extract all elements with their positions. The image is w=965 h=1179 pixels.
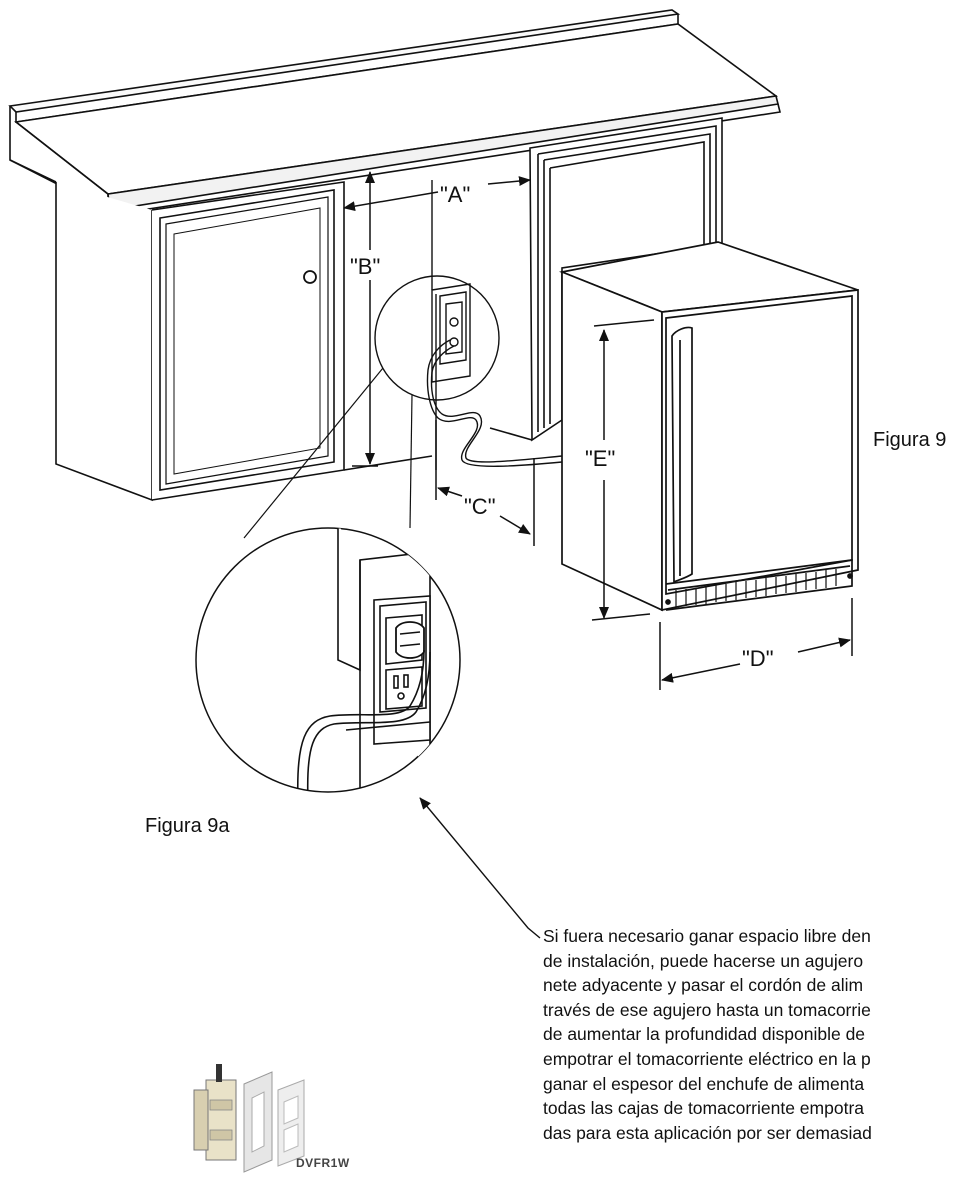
caption-line: de instalación, puede hacerse un agujero [543, 950, 864, 971]
countertop [8, 9, 781, 215]
power-cord [426, 339, 563, 467]
dimension-label-d: "D" [742, 646, 774, 671]
caption-text: Si fuera necesario ganar espacio libre d… [543, 924, 965, 1179]
caption-line: das para esta aplicación por ser demasia… [543, 1122, 872, 1143]
caption-line: Si fuera necesario ganar espacio libre d… [543, 926, 871, 946]
product-code-label: DVFR1W [296, 1156, 350, 1170]
caption-line: nete adyacente y pasar el cordón de alim [543, 975, 864, 996]
caption-line: de aumentar la profundidad disponible de [543, 1024, 866, 1045]
recessed-outlet-product-image [186, 1060, 386, 1179]
door-knob-icon [303, 270, 317, 284]
caption-pointer [419, 797, 541, 939]
dimension-label-a: "A" [440, 182, 470, 207]
dimension-lines [343, 171, 853, 690]
appliance [558, 241, 859, 612]
right-cabinet [343, 117, 723, 471]
caption-line: empotrar el tomacorriente eléctrico en l… [543, 1048, 871, 1069]
figure-label-detail: Figura 9a [145, 815, 230, 837]
dimension-label-b: "B" [350, 254, 380, 279]
caption-line: todas las cajas de tomacorriente empotra [543, 1098, 864, 1119]
caption-line: ganar el espesor del enchufe de alimenta [543, 1073, 865, 1094]
figure-label-main: Figura 9 [873, 429, 946, 451]
dimension-label-e: "E" [585, 446, 615, 471]
detail-callout-small [374, 275, 500, 401]
caption-line: través de ese agujero hasta un tomacorri… [543, 999, 871, 1020]
wall-outlet [431, 180, 471, 470]
dimension-label-c: "C" [464, 494, 496, 519]
left-cabinet [55, 181, 345, 502]
detail-callout-large [195, 527, 461, 793]
